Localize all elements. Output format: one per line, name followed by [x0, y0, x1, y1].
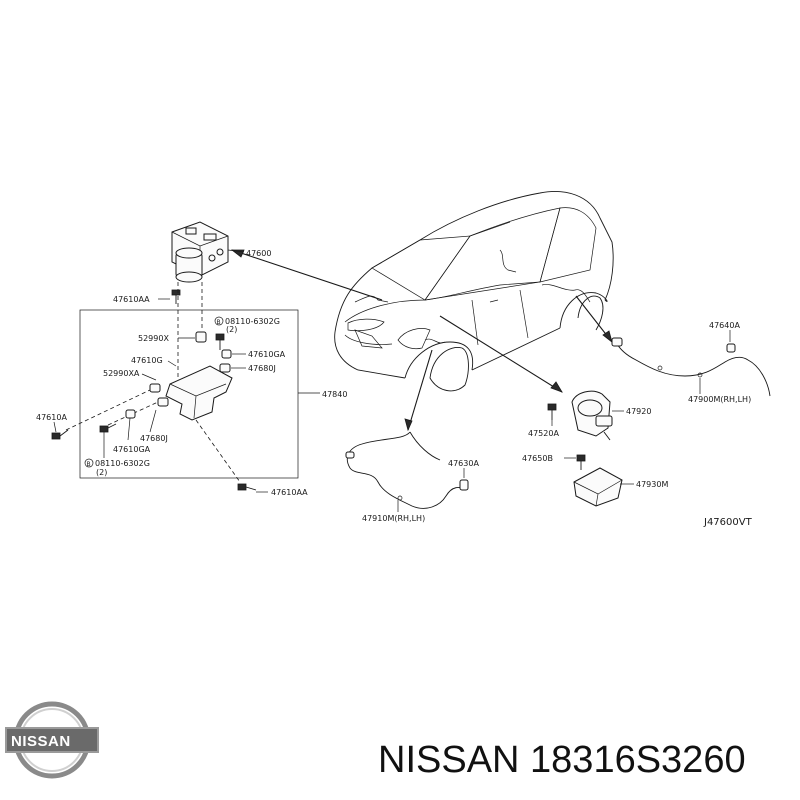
- label-08110-bottom: 08110-6302G: [95, 459, 150, 468]
- label-47520A: 47520A: [528, 429, 559, 438]
- label-47610G: 47610G: [131, 356, 163, 365]
- grommet-47610GA-left: [125, 409, 136, 419]
- bolt-08110-top: B: [214, 316, 225, 350]
- bolt-47650B: [576, 454, 586, 470]
- label-47610A: 47610A: [36, 413, 67, 422]
- label-47930M: 47930M: [636, 480, 668, 489]
- part-number-caption: NISSAN 18316S3260: [378, 739, 746, 781]
- car-illustration: [334, 191, 614, 392]
- label-08110-top: 08110-6302G: [225, 317, 280, 326]
- label-qty-top: (2): [226, 325, 237, 334]
- label-47650B: 47650B: [522, 454, 553, 463]
- bolt-47610AA-bottom: [237, 483, 257, 491]
- label-47610GA-right: 47610GA: [248, 350, 286, 359]
- label-47680J-left: 47680J: [140, 434, 168, 443]
- bracket-assembly-frame: [79, 309, 299, 479]
- abs-actuator-part: [171, 221, 229, 283]
- svg-text:B: B: [217, 319, 221, 326]
- label-47630A: 47630A: [448, 459, 479, 468]
- diagram-code: J47600VT: [703, 517, 753, 528]
- leader-arrows: [230, 249, 613, 432]
- nissan-logo: NISSAN: [5, 701, 99, 779]
- front-wheel-sensor-47910M: [345, 431, 469, 509]
- label-47640A: 47640A: [709, 321, 740, 330]
- label-47900M: 47900M(RH,LH): [688, 395, 751, 404]
- label-47600: 47600: [246, 249, 271, 258]
- label-52990XA: 52990XA: [103, 369, 140, 378]
- svg-text:B: B: [87, 461, 91, 468]
- bracket-47840-part: [149, 365, 233, 421]
- label-qty-bottom: (2): [96, 468, 107, 477]
- svg-text:NISSAN: NISSAN: [11, 733, 71, 750]
- yaw-sensor-47920: [571, 390, 613, 441]
- label-47610AA-bottom: 47610AA: [271, 488, 308, 497]
- bolt-47610A: [51, 429, 69, 440]
- label-47840: 47840: [322, 390, 347, 399]
- bracket-47930M: [573, 467, 623, 507]
- rear-wheel-sensor-47900M: [611, 337, 771, 397]
- spacer-47680J-right: [219, 363, 231, 373]
- grommet-47610GA-right: [221, 349, 232, 359]
- nut-47520A: [547, 403, 557, 420]
- label-47610AA-top: 47610AA: [113, 295, 150, 304]
- label-52990X: 52990X: [138, 334, 169, 343]
- bolt-47610AA-top: [171, 289, 181, 304]
- grommet-52990X: [195, 331, 207, 343]
- label-47610GA-left: 47610GA: [113, 445, 151, 454]
- label-47910M: 47910M(RH,LH): [362, 514, 425, 523]
- label-47680J-right: 47680J: [248, 364, 276, 373]
- label-47920: 47920: [626, 407, 651, 416]
